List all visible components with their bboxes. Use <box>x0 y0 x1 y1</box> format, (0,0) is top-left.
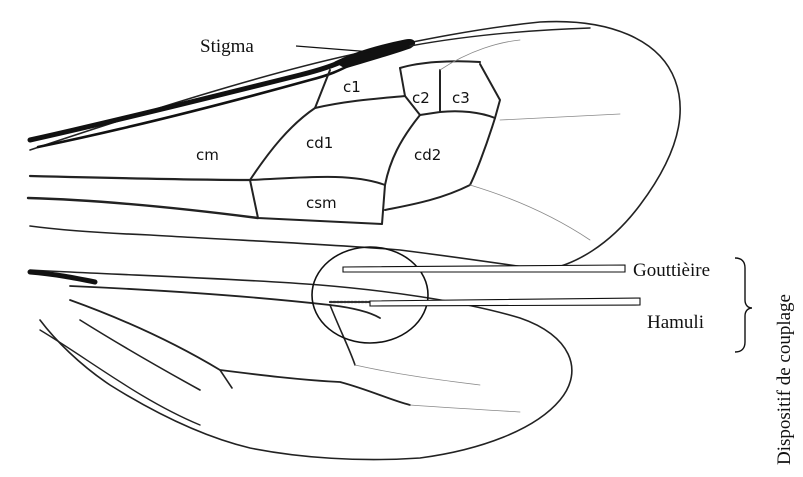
gouttiere-label: Gouttièire <box>633 260 710 281</box>
cell-c3: c3 <box>452 89 470 107</box>
hind-wing-cubitus <box>80 320 200 390</box>
hind-wing-outline <box>30 270 572 460</box>
hind-wing-faint-veins <box>355 365 520 412</box>
fore-wing-anal <box>28 198 258 218</box>
cell-cd2: cd2 <box>414 146 441 164</box>
dispositif-label: Dispositif de couplage <box>774 294 795 465</box>
cell-csm: csm <box>306 194 337 212</box>
cell-cd1: cd1 <box>306 134 333 152</box>
cell-c1: c1 <box>343 78 361 96</box>
fore-wing-subcosta <box>38 66 348 147</box>
stigma-shape <box>335 40 415 68</box>
vein-cm-lower <box>30 176 250 180</box>
fore-wing <box>28 22 680 270</box>
hamuli-pointer <box>370 298 640 306</box>
coupling-brace <box>735 258 752 352</box>
gouttiere-pointer <box>343 265 625 272</box>
cell-c2: c2 <box>412 89 430 107</box>
hamuli-label: Hamuli <box>647 312 704 333</box>
fore-wing-faint-veins <box>440 40 620 240</box>
stigma-pointer <box>296 46 372 52</box>
hind-wing-media <box>70 300 410 405</box>
hind-wing <box>30 270 572 460</box>
hind-wing-cross <box>220 305 355 388</box>
vein-cd <box>250 115 495 210</box>
stigma-label: Stigma <box>200 36 254 57</box>
cell-cm: cm <box>196 146 219 164</box>
